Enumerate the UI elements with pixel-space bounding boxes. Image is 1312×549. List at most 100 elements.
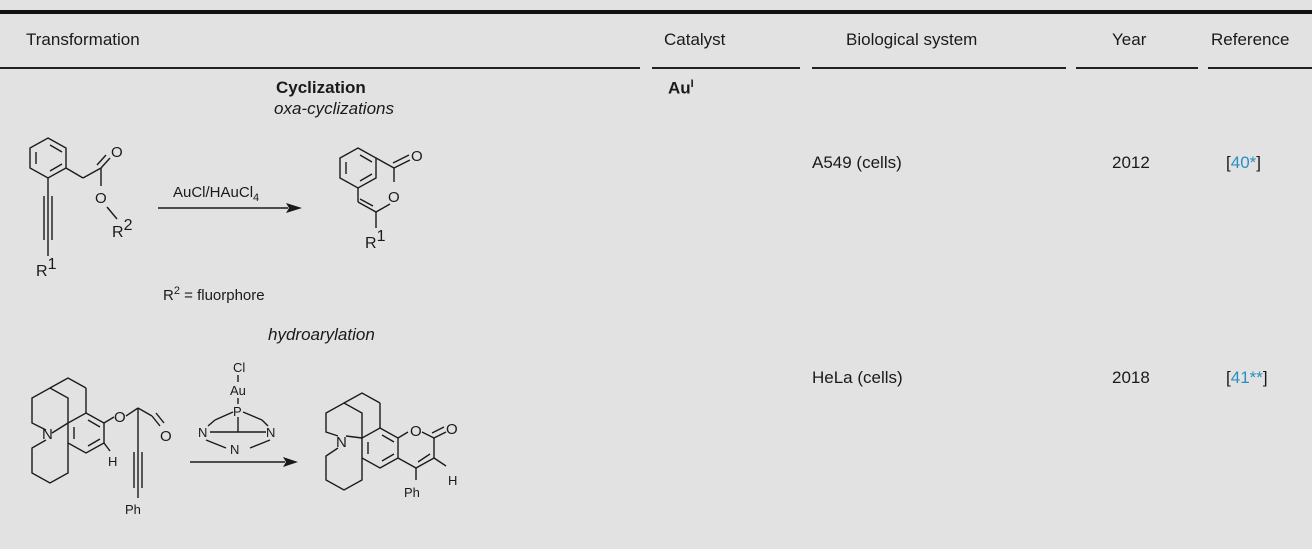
row2-product-ring-o: O	[410, 423, 422, 440]
row1-biological-system: A549 (cells)	[812, 153, 902, 172]
row1-sm-carbonyl-bond	[96, 154, 107, 166]
row2-product-carbonyl-bond	[431, 426, 445, 434]
row1-year: 2012	[1112, 153, 1150, 172]
row2-sm-nitrogen: N	[42, 426, 53, 443]
row1-sm-ester-o: O	[95, 190, 107, 207]
row2-subtitle: hydroarylation	[268, 325, 375, 344]
row1-product-bond	[357, 201, 377, 213]
row2-sm-upper-ring	[31, 387, 69, 431]
section-title: Cyclization	[276, 78, 366, 97]
row2-product-nitrogen: N	[336, 434, 347, 451]
row2-product-upper-ring	[325, 402, 363, 438]
row2-sm-double-bond	[87, 419, 101, 428]
row2-product-phenyl: Ph	[404, 485, 420, 500]
row1-reaction-arrowhead	[286, 203, 302, 213]
row2-product-h: H	[448, 473, 457, 488]
row1-reagent-sub: 4	[253, 192, 260, 204]
row1-ref-open: [	[1226, 153, 1231, 172]
row2-sm-ester-o: O	[114, 409, 126, 426]
row2-sm-carbonyl-o: O	[160, 428, 172, 445]
row1-ref-link[interactable]: 40*	[1230, 153, 1257, 172]
row2-sm-bond	[125, 407, 139, 417]
row2-cat-p: P	[233, 404, 242, 419]
row2-cat-bond	[214, 411, 234, 421]
row1-product-bond	[375, 203, 391, 213]
row2-sm-h: H	[108, 454, 117, 469]
row2-product-upper-ring	[343, 392, 381, 404]
row1-subtitle: oxa-cyclizations	[274, 99, 394, 118]
row1-product-double-bond	[359, 154, 373, 163]
row2-product-bond	[397, 431, 409, 439]
row2-year: 2018	[1112, 368, 1150, 387]
row2-ref-link[interactable]: 41**	[1230, 368, 1263, 387]
header-year: Year	[1112, 30, 1147, 49]
row2-product-lower-ring	[325, 447, 363, 491]
row2-product-carbonyl-o: O	[446, 421, 458, 438]
row1-note-main: R	[163, 287, 174, 304]
row1-sm-carbonyl-o: O	[111, 144, 123, 161]
row2-product-bond	[415, 457, 435, 469]
row2-ref-close: ]	[1262, 368, 1268, 387]
row1-product-r1: R1	[365, 228, 386, 252]
row1-note-rest: = fluorphore	[179, 287, 265, 304]
row2-sm-lower-ring	[31, 439, 69, 484]
row1-starting-material: O O R2 R1	[29, 137, 133, 280]
row2-sm-bond	[103, 416, 115, 424]
row2-sm-bond	[137, 407, 153, 417]
row2-cat-au: Au	[230, 383, 246, 398]
row2-starting-material: N H O O Ph	[31, 377, 172, 517]
header-biological-system: Biological system	[846, 30, 978, 49]
row2-sm-bond	[51, 422, 69, 434]
row2-cat-n-right: N	[266, 425, 275, 440]
row2-cat-n-left: N	[198, 425, 207, 440]
catalyst-main: Au	[668, 78, 691, 98]
row2-product-carbonyl-bond	[433, 431, 447, 439]
row2-cat-bond	[249, 439, 271, 449]
row2-product-bond	[421, 431, 435, 439]
row1-sm-bond	[65, 167, 84, 179]
header-rule-transformation	[0, 67, 640, 69]
header-rule-reference	[1208, 67, 1312, 69]
row2-cat-n-bottom: N	[230, 442, 239, 457]
row1-product-ring-o: O	[388, 189, 400, 206]
row2-sm-double-bond	[87, 438, 101, 447]
row2-product-bond	[345, 435, 363, 439]
row1-note-sup: 2	[173, 285, 180, 297]
row2-product-double-bond	[381, 453, 395, 462]
row1-sm-double-bond	[49, 144, 63, 153]
table-top-rule	[0, 10, 1312, 14]
row1-product-carbonyl-bond	[392, 154, 410, 164]
row1-product: O O R1	[339, 147, 423, 252]
header-rule-catalyst	[652, 67, 800, 69]
row1-product-carbonyl-bond	[393, 159, 411, 169]
row2-cat-bond	[205, 439, 227, 449]
row1-product-double-bond	[359, 173, 373, 182]
row2-product: N O O H Ph	[325, 392, 458, 500]
row1-sm-double-bond	[49, 163, 63, 172]
row2-ref-open: [	[1226, 368, 1231, 387]
row1-product-bond	[375, 157, 395, 169]
catalyst-oxidation-state: I	[690, 78, 694, 90]
row1-ref-close: ]	[1256, 153, 1261, 172]
row1-sm-bond	[106, 206, 118, 220]
row2-product-bond	[397, 457, 417, 469]
row2-cat-bond	[207, 419, 216, 427]
row1-sm-bond	[82, 167, 102, 179]
row1-sm-carbonyl-bond	[100, 157, 111, 169]
header-rule-biological-system	[812, 67, 1066, 69]
row2-cat-cl: Cl	[233, 360, 245, 375]
row1-reagent-label: AuCl/HAuCl4	[173, 184, 259, 204]
row2-catalyst-structure: Cl Au P N N N	[198, 360, 275, 457]
row2-reference: [41**]	[1226, 368, 1268, 388]
row2-reaction-arrowhead	[283, 457, 298, 467]
row2-sm-phenyl: Ph	[125, 502, 141, 517]
row1-r2-definition: R2 = fluorphore	[163, 285, 265, 304]
row2-product-bond	[433, 457, 447, 467]
catalyst-cell: AuI	[668, 78, 694, 99]
header-reference: Reference	[1211, 30, 1290, 49]
row2-sm-bond	[103, 442, 111, 452]
row2-product-double-bond	[417, 453, 431, 463]
row2-cat-bond	[261, 419, 269, 427]
header-transformation: Transformation	[26, 30, 140, 49]
